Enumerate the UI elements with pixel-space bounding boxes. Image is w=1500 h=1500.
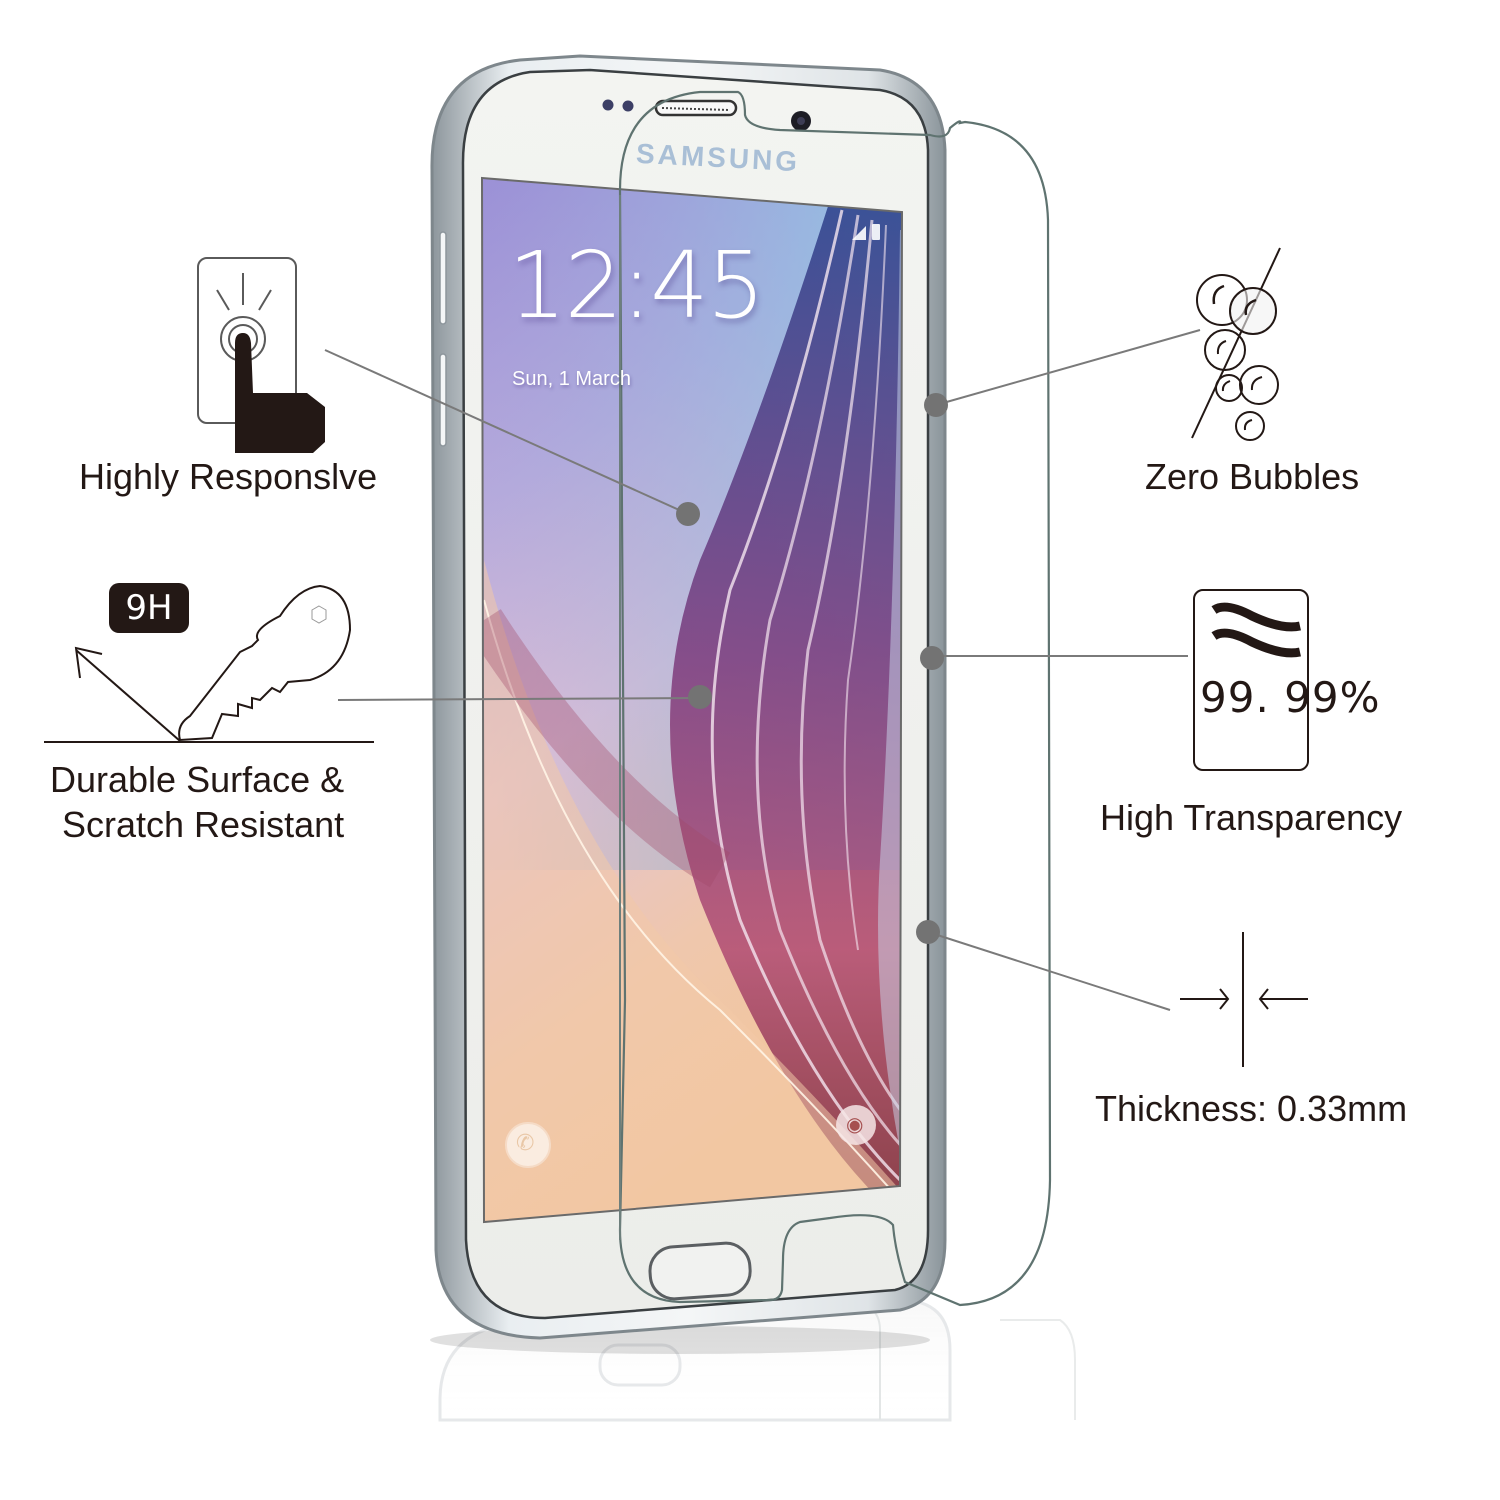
- hardness-badge: 9H: [109, 583, 189, 633]
- approx-transparency-icon: [1193, 589, 1309, 771]
- feature-label-zero-bubbles: Zero Bubbles: [1145, 456, 1360, 497]
- camera-icon: ◉: [846, 1114, 864, 1136]
- feature-label-transparency: High Transparency: [1100, 797, 1403, 838]
- thickness-arrows-icon: [1180, 932, 1308, 1067]
- feature-label-highly-responsive: Highly Responslve: [79, 456, 378, 497]
- touch-finger-icon: [197, 257, 325, 453]
- lock-screen-date: Sun, 1 March: [512, 368, 631, 390]
- callout-dot-thickness: [916, 920, 940, 944]
- lock-screen-time: 12:45: [508, 232, 765, 339]
- phone-call-icon: ✆: [516, 1130, 535, 1155]
- callout-dot-transparency: [920, 646, 944, 670]
- callout-dot-durable: [688, 685, 712, 709]
- key-scratch-icon: [44, 584, 374, 743]
- bubbles-icon: [1191, 247, 1281, 441]
- transparency-value: 99. 99%: [1200, 673, 1381, 722]
- callout-dot-bubbles: [924, 393, 948, 417]
- screen-protector-outline: [618, 90, 1052, 1307]
- feature-label-durable-line1: Durable Surface &: [50, 759, 345, 800]
- feature-label-thickness: Thickness: 0.33mm: [1095, 1088, 1408, 1129]
- feature-label-durable-line2: Scratch Resistant: [62, 804, 345, 845]
- callout-dot-responsive: [676, 502, 700, 526]
